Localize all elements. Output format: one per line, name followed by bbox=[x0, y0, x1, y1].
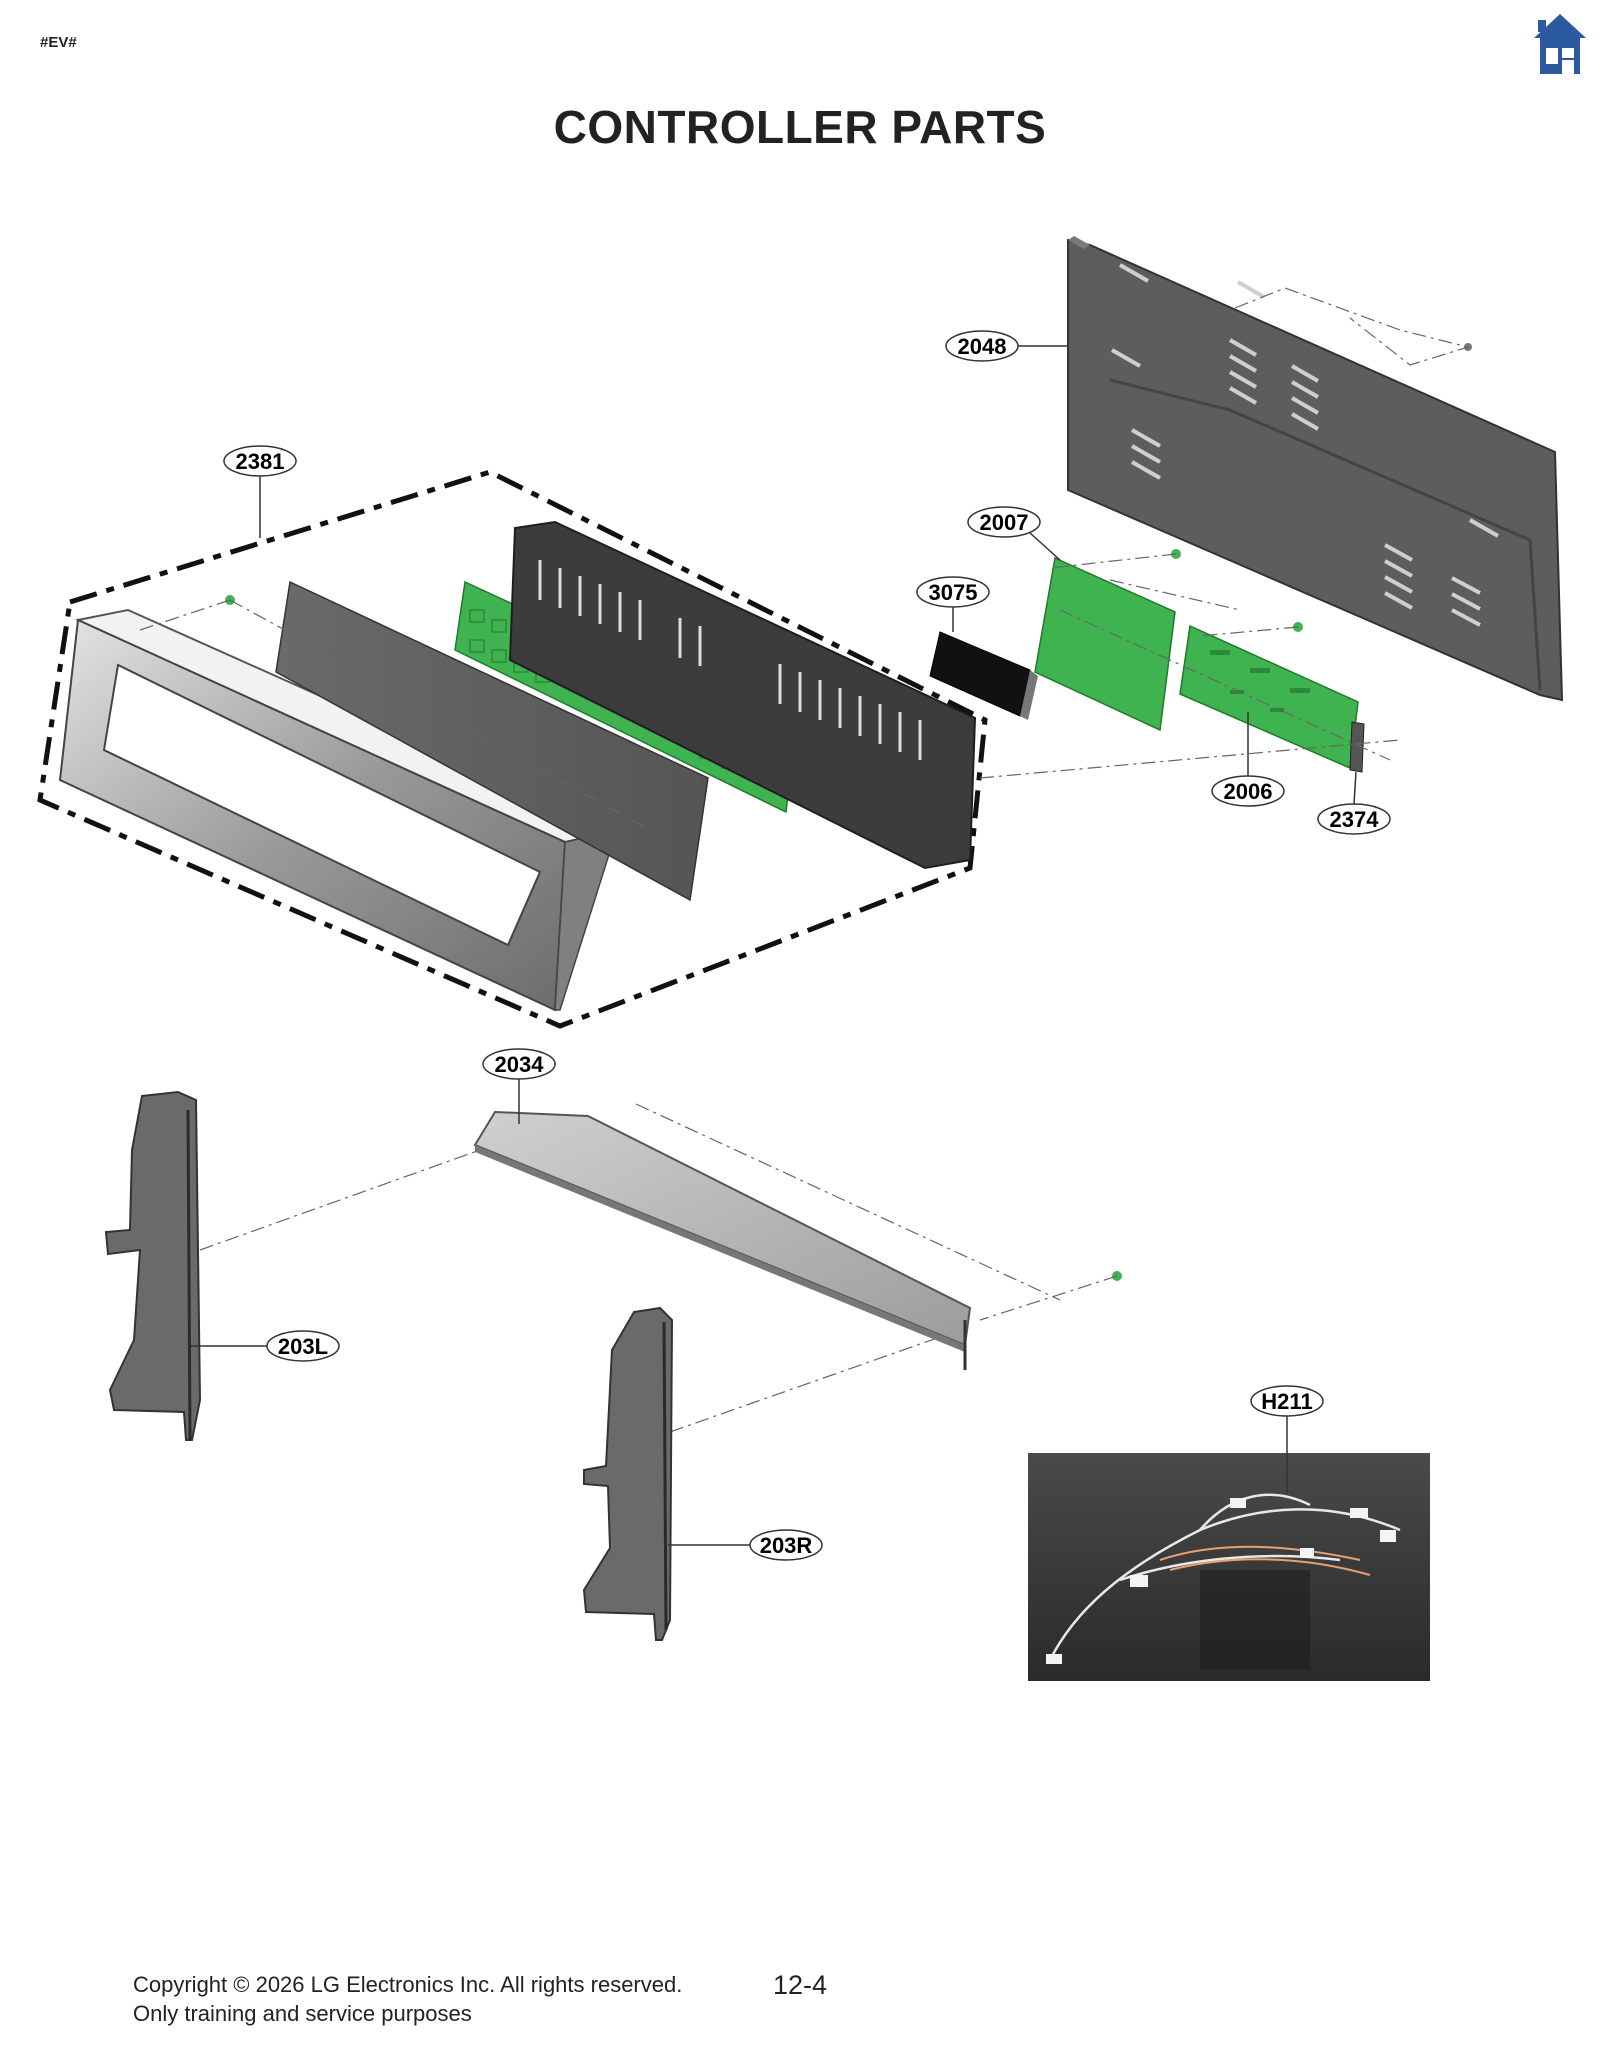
display-panel[interactable] bbox=[275, 580, 709, 902]
side-bracket-left[interactable] bbox=[104, 1090, 202, 1441]
display-module[interactable] bbox=[929, 631, 1038, 720]
usage-note: Only training and service purposes bbox=[133, 2001, 472, 2026]
assembly-outline-2381 bbox=[37, 469, 988, 1029]
callout-label-2007: 2007 bbox=[980, 510, 1029, 535]
callout-label-2374: 2374 bbox=[1330, 807, 1380, 832]
callout-label-3075: 3075 bbox=[929, 580, 978, 605]
connector-part[interactable] bbox=[1349, 721, 1365, 773]
callout-2007: 2007 bbox=[967, 506, 1061, 561]
side-bracket-right[interactable] bbox=[582, 1306, 674, 1641]
page-title: CONTROLLER PARTS bbox=[553, 101, 1047, 153]
page-number: 12-4 bbox=[773, 1970, 828, 2000]
callout-2006: 2006 bbox=[1211, 712, 1285, 807]
callout-label-203L: 203L bbox=[278, 1334, 328, 1359]
callout-label-2034: 2034 bbox=[495, 1052, 545, 1077]
top-plate[interactable] bbox=[473, 1110, 972, 1370]
callout-label-2048: 2048 bbox=[958, 334, 1007, 359]
footer-copyright: Copyright © 2026 LG Electronics Inc. All… bbox=[133, 1970, 682, 2028]
callout-2381: 2381 bbox=[223, 445, 297, 538]
wire-harness-photo[interactable] bbox=[1028, 1453, 1430, 1681]
callout-203L: 203L bbox=[190, 1330, 340, 1362]
callout-label-H211: H211 bbox=[1261, 1389, 1312, 1414]
callout-label-2381: 2381 bbox=[236, 449, 285, 474]
copyright-text: Copyright © 2026 LG Electronics Inc. All… bbox=[133, 1972, 683, 1997]
callout-2048: 2048 bbox=[945, 330, 1068, 362]
controller-bracket[interactable] bbox=[508, 520, 977, 870]
rear-cover-part[interactable] bbox=[1067, 236, 1564, 702]
callout-H211: H211 bbox=[1250, 1385, 1324, 1494]
callout-label-2006: 2006 bbox=[1224, 779, 1273, 804]
callout-3075: 3075 bbox=[916, 576, 990, 632]
callout-2374: 2374 bbox=[1317, 771, 1391, 835]
main-pcb[interactable] bbox=[1034, 556, 1176, 732]
alignment-lines bbox=[139, 287, 1471, 1433]
callout-label-203R: 203R bbox=[760, 1533, 813, 1558]
document-tag: #EV# bbox=[40, 34, 77, 51]
callout-203R: 203R bbox=[668, 1529, 823, 1561]
home-icon[interactable] bbox=[1532, 12, 1588, 76]
callout-2034: 2034 bbox=[482, 1048, 556, 1124]
